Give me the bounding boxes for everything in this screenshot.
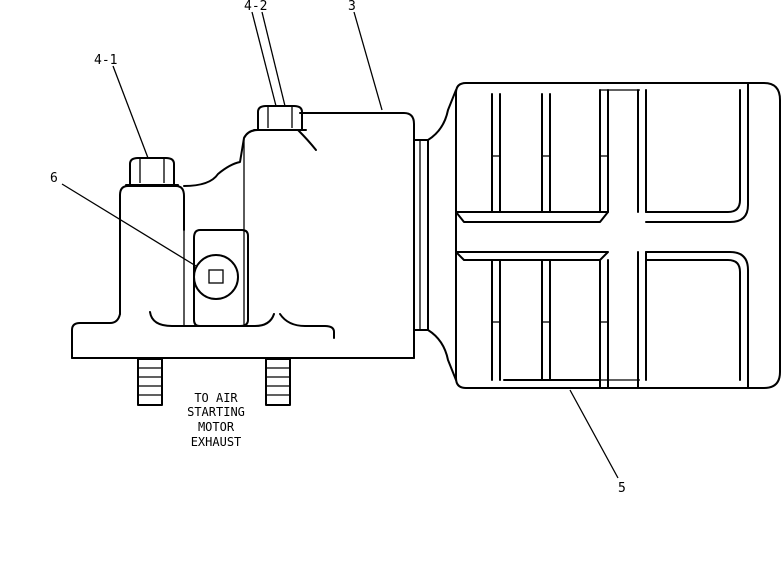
note-line-2: STARTING bbox=[187, 405, 245, 419]
housing-body bbox=[71, 112, 415, 359]
filter-silencer bbox=[455, 82, 781, 389]
note-line-3: MOTOR bbox=[198, 420, 235, 434]
note-line-1: TO AIR bbox=[194, 391, 238, 405]
bolt-4-2 bbox=[253, 105, 307, 131]
neck bbox=[413, 89, 457, 381]
callout-labels: 4-1 4-2 3 6 5 bbox=[50, 0, 626, 496]
leader-lines bbox=[61, 11, 619, 479]
exhaust-pipe-right bbox=[265, 358, 291, 406]
callout-4-2: 4-2 bbox=[244, 0, 267, 14]
callout-6: 6 bbox=[50, 171, 58, 186]
exhaust-pipe-left bbox=[137, 358, 163, 406]
callout-4-1: 4-1 bbox=[94, 53, 117, 68]
callout-5: 5 bbox=[618, 481, 626, 496]
note-line-4: EXHAUST bbox=[191, 435, 242, 449]
plug-boss bbox=[193, 229, 249, 327]
bolt-4-1 bbox=[125, 157, 179, 186]
exhaust-note: TO AIR STARTING MOTOR EXHAUST bbox=[187, 391, 245, 449]
callout-3: 3 bbox=[348, 0, 356, 14]
